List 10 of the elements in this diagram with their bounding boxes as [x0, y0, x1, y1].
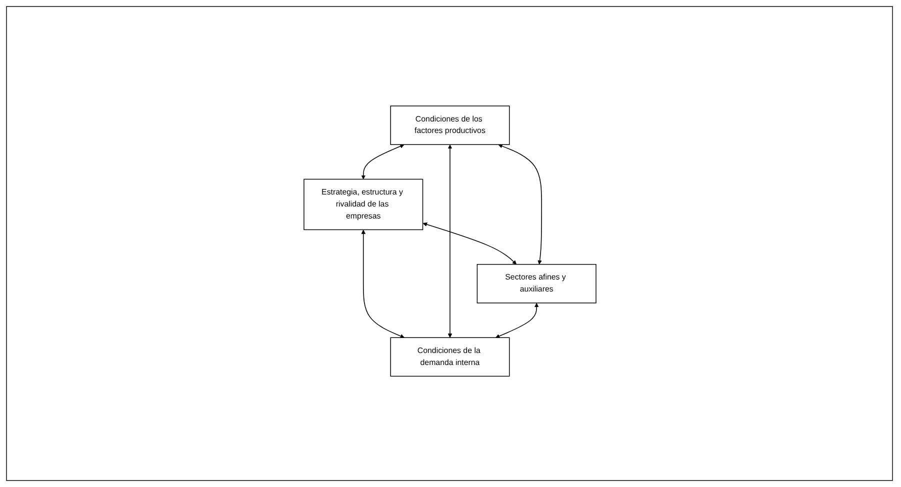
arrow	[494, 302, 538, 338]
arrow	[360, 144, 404, 180]
node-box	[390, 337, 510, 376]
node-box	[303, 178, 423, 230]
node-box	[390, 106, 510, 145]
arrow	[360, 230, 404, 338]
arrow	[422, 222, 516, 264]
arrow	[498, 144, 542, 264]
node-box	[476, 264, 596, 304]
arrow	[447, 144, 452, 338]
